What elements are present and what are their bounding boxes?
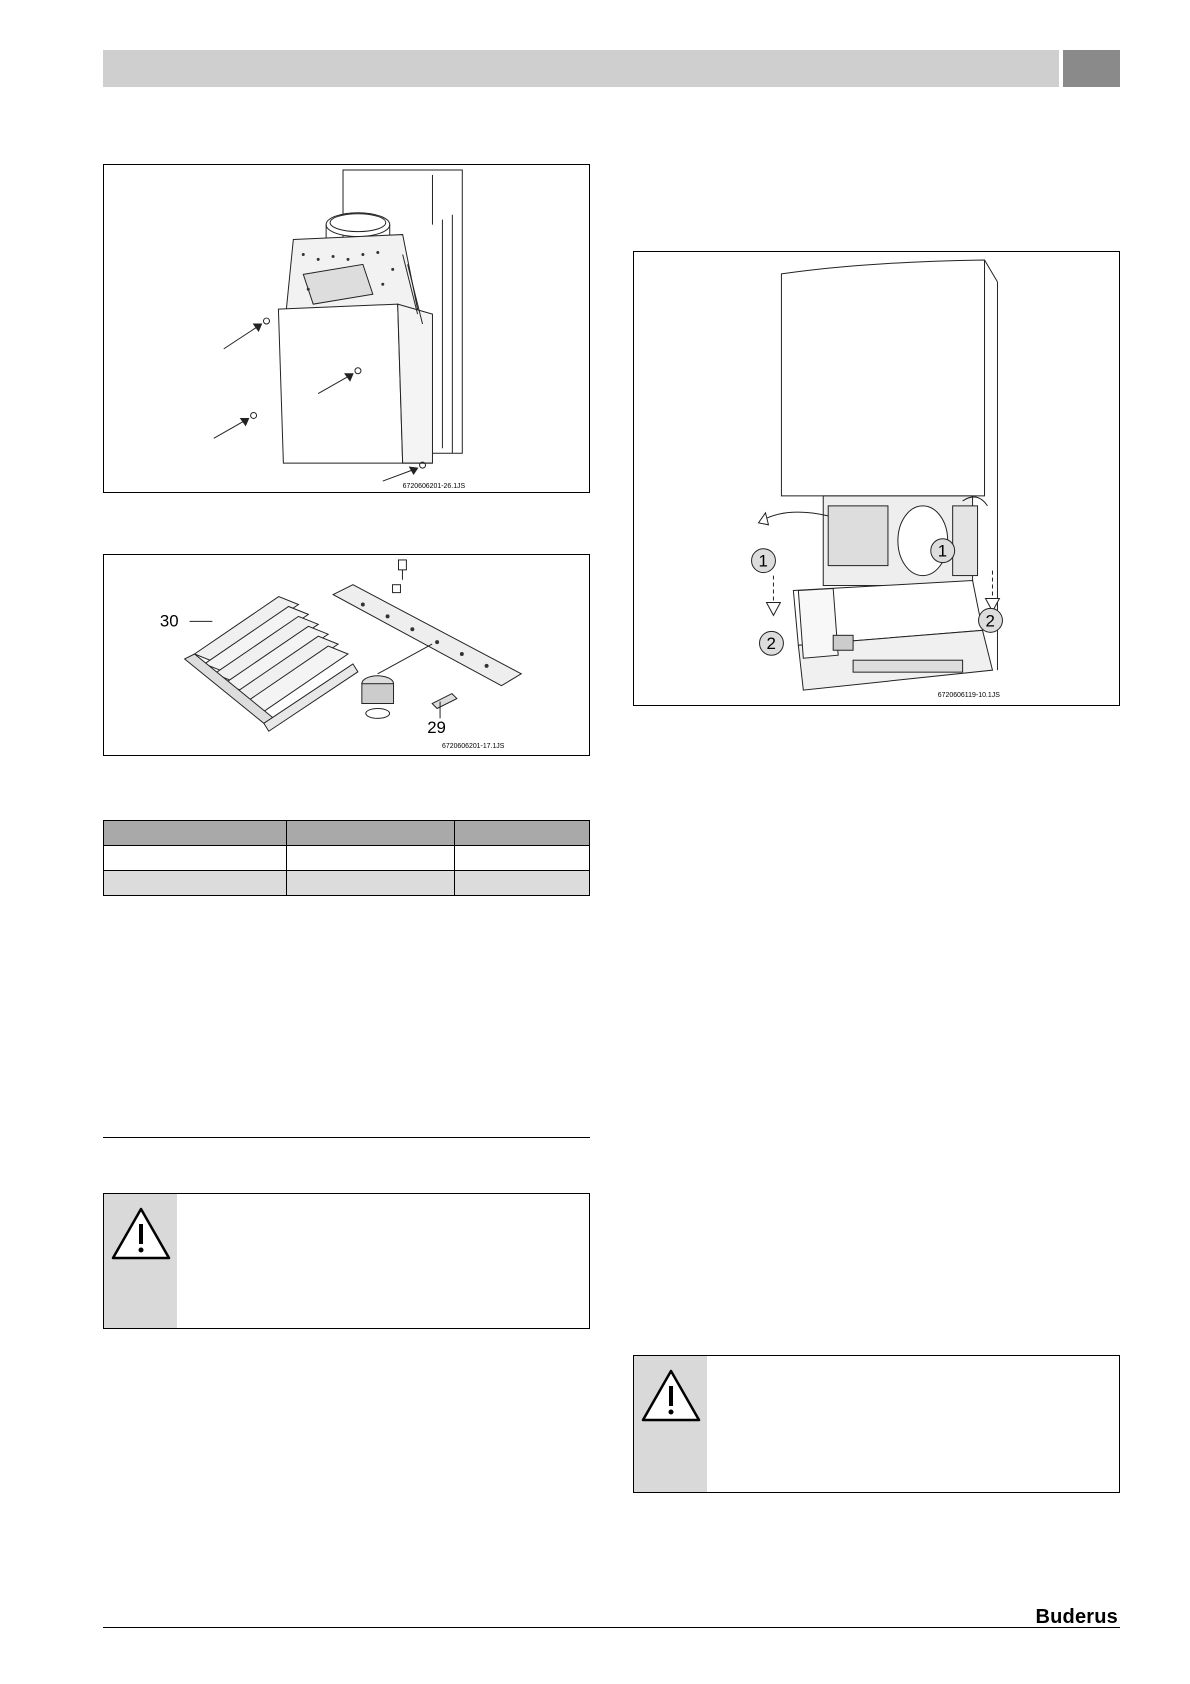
- warning-triangle-icon: [111, 1207, 171, 1260]
- table-header-row: [103, 820, 590, 846]
- brand-logo: Buderus: [1035, 1606, 1118, 1628]
- table-cell: [454, 845, 590, 871]
- table-cell: [103, 845, 287, 871]
- warning-box-right: [633, 1355, 1120, 1493]
- table-row: [103, 845, 590, 871]
- figure-burner: 30 29 6720606201-17.1JS: [103, 554, 590, 756]
- figure-code: 6720606119-10.1JS: [938, 692, 1000, 699]
- figure-boiler: 1 2 1 2 6720606119-10.1JS: [633, 251, 1120, 706]
- callout-1-left: 1: [759, 552, 768, 571]
- figure-code: 6720606201-17.1JS: [442, 743, 505, 750]
- callout-1-right: 1: [938, 542, 947, 561]
- table-cell: [454, 870, 590, 896]
- section-divider: [103, 1137, 590, 1138]
- warning-box-left: [103, 1193, 590, 1329]
- spec-table: [103, 820, 590, 896]
- table-cell: [454, 820, 590, 846]
- footer-divider: [103, 1627, 1120, 1628]
- heat-exchanger-drawing: 6720606201-26.1JS: [213, 169, 466, 490]
- table-row: [103, 870, 590, 896]
- callout-2-left: 2: [766, 634, 775, 653]
- header-bar: [103, 50, 1059, 87]
- figure-heat-exchanger: 6720606201-26.1JS: [103, 164, 590, 493]
- figure-code: 6720606201-26.1JS: [403, 483, 466, 490]
- burner-drawing: 30 29 6720606201-17.1JS: [160, 559, 523, 750]
- table-cell: [286, 870, 455, 896]
- chapter-tab: [1063, 50, 1120, 87]
- table-cell: [286, 820, 455, 846]
- callout-2-right: 2: [986, 611, 995, 630]
- boiler-drawing: 1 2 1 2 6720606119-10.1JS: [751, 259, 1003, 699]
- table-cell: [103, 870, 287, 896]
- warning-triangle-icon: [641, 1369, 701, 1422]
- table-cell: [103, 820, 287, 846]
- callout-29: 29: [427, 718, 446, 737]
- callout-30: 30: [160, 611, 179, 630]
- table-cell: [286, 845, 455, 871]
